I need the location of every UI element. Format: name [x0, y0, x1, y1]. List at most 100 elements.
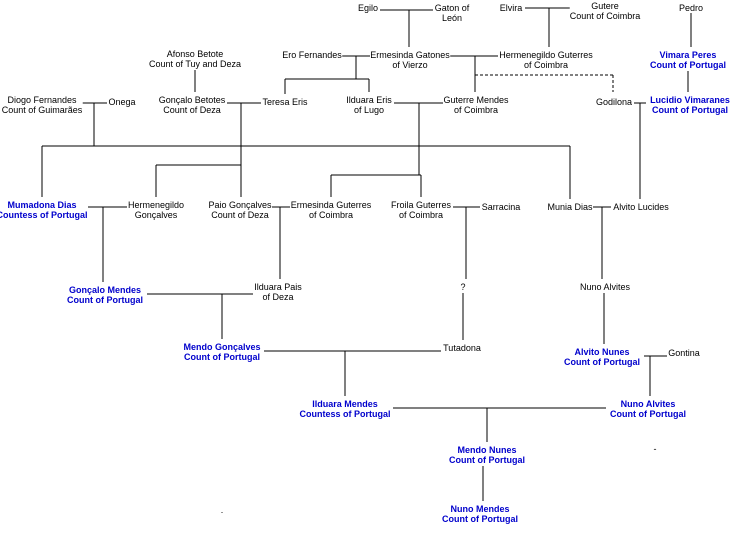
person-title: of Coimbra [308, 210, 353, 220]
person-title: Count of Tuy and Deza [148, 59, 242, 69]
person-title: Count of Portugal [449, 455, 525, 465]
person-name: Hermenegildo [127, 200, 185, 210]
person-name: Ero Fernandes [282, 50, 342, 60]
person-onega: Onega [108, 97, 136, 107]
person-pedro: Pedro [678, 3, 704, 13]
person-title: Count of Portugal [442, 514, 518, 524]
person-title: Count of Portugal [610, 409, 686, 419]
person-name: Afonso Betote [166, 49, 224, 59]
person-gontina: Gontina [668, 348, 700, 358]
person-name: Mendo Nunes [457, 445, 517, 455]
person-name: Mumadona Dias [7, 200, 77, 210]
person-ero-fernandes: Ero Fernandes [282, 50, 342, 60]
person-name: Vimara Peres [659, 50, 717, 60]
person-elvira: Elvira [499, 3, 523, 13]
person-title: Count of Deza [211, 210, 269, 220]
person-name: Teresa Eris [262, 97, 308, 107]
person-name: Mendo Gonçalves [183, 342, 261, 352]
person-title: of Vierzo [392, 60, 428, 70]
person-name: Egilo [357, 3, 379, 13]
person-name: ? [460, 282, 466, 292]
dot-mark: . [220, 505, 224, 515]
person-title: Count of Deza [163, 105, 221, 115]
person-name: Munia Dias [547, 202, 593, 212]
person-name: Diogo Fernandes [7, 95, 77, 105]
person-name: Sarracina [481, 202, 521, 212]
person-title: of Coimbra [523, 60, 569, 70]
person-title: of Coimbra [453, 105, 498, 115]
person-name: Gonçalo Mendes [68, 285, 141, 295]
person-name: Ermesinda Gatones [370, 50, 450, 60]
person-title: Countess of Portugal [299, 409, 391, 419]
person-name: Guterre Mendes [443, 95, 509, 105]
person-title: Count of Guimarães [1, 105, 83, 115]
person-unknown-daughter: ? [460, 282, 466, 292]
person-title: Count of Portugal [650, 60, 726, 70]
person-name: Pedro [678, 3, 704, 13]
person-name: Ermesinda Guterres [290, 200, 372, 210]
person-name: Nuno Alvites [579, 282, 631, 292]
person-title: León [441, 13, 463, 23]
person-name: Gaton of [434, 3, 470, 13]
person-godilona: Godilona [595, 97, 633, 107]
person-title: Count of Portugal [564, 357, 640, 367]
person-name: Lucidio Vimaranes [650, 95, 730, 105]
person-name: Onega [108, 97, 136, 107]
person-name: Ilduara Mendes [312, 399, 378, 409]
person-title: Count of Portugal [184, 352, 260, 362]
person-name: Nuno Mendes [450, 504, 510, 514]
person-name: Alvito Nunes [574, 347, 630, 357]
person-tutadona: Tutadona [443, 343, 481, 353]
person-alvito-lucides: Alvito Lucides [613, 202, 669, 212]
person-nuno-alvites-elder: Nuno Alvites [579, 282, 631, 292]
family-connector-lines [41, 7, 692, 501]
person-name: Gonçalo Betotes [158, 95, 226, 105]
person-name: Ilduara Eris [346, 95, 392, 105]
person-munia-dias: Munia Dias [547, 202, 593, 212]
person-title: Countess of Portugal [0, 210, 88, 220]
person-title: Count of Portugal [67, 295, 143, 305]
person-name: Godilona [595, 97, 633, 107]
person-name: Tutadona [443, 343, 481, 353]
person-teresa-eris: Teresa Eris [262, 97, 308, 107]
person-title: Count of Portugal [652, 105, 728, 115]
person-name: Froila Guterres [390, 200, 452, 210]
person-title: Count of Coimbra [569, 11, 641, 21]
person-title: of Deza [262, 292, 294, 302]
person-name: Hermenegildo Guterres [499, 50, 593, 60]
person-name: Elvira [499, 3, 523, 13]
person-name: Nuno Alvites [620, 399, 676, 409]
person-name: Gontina [668, 348, 700, 358]
uncertain-connector-dashed [475, 74, 614, 92]
person-title: of Coimbra [398, 210, 443, 220]
person-name: Gutere [591, 1, 619, 11]
person-name: Ilduara Pais [254, 282, 302, 292]
person-sarracina: Sarracina [481, 202, 521, 212]
person-title: Gonçalves [134, 210, 178, 220]
person-name: Alvito Lucides [613, 202, 669, 212]
